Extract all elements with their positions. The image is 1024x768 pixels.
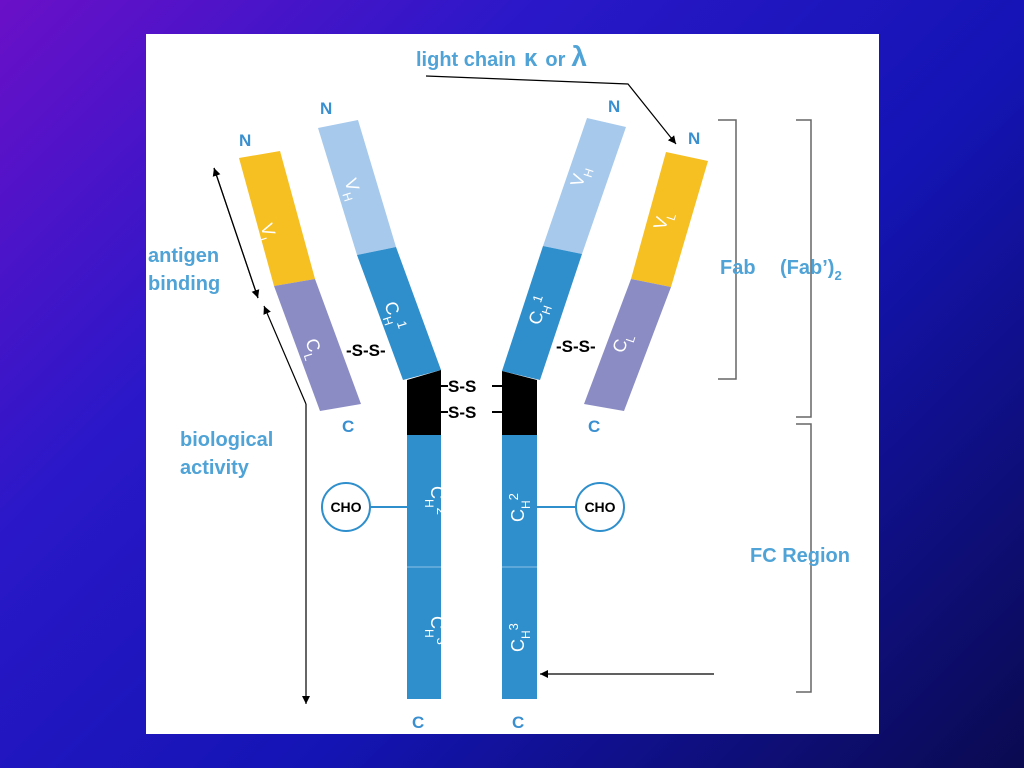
right-ch3-domain <box>502 567 537 699</box>
right-ch2-domain <box>502 435 537 567</box>
right-light-n-terminus: N <box>688 129 700 148</box>
right-light-c-terminus: C <box>588 417 600 436</box>
right-cl-domain <box>584 279 671 411</box>
hinge-disulfide-top: S-S <box>448 377 476 396</box>
right-ch2-label: CH2 <box>506 493 533 522</box>
left-ch3-domain <box>407 567 441 699</box>
left-ch1-label: CH1 <box>376 298 411 334</box>
fab2-label: (Fab’)2 <box>780 257 842 283</box>
right-vh-label: VH <box>566 163 596 190</box>
left-heavy-n-terminus: N <box>320 99 332 118</box>
left-vl-domain <box>239 151 315 286</box>
left-vh-label: VH <box>336 176 366 203</box>
right-vh-domain <box>543 118 626 254</box>
right-ch1-domain <box>502 246 582 380</box>
right-cho-label: CHO <box>584 499 615 515</box>
biological-activity-arrow <box>263 305 307 405</box>
right-heavy-n-terminus: N <box>608 97 620 116</box>
left-ch1-domain <box>357 247 441 380</box>
right-vl-label: VL <box>649 208 679 234</box>
fc-region-label: FC Region <box>750 545 850 567</box>
right-cl-label: CL <box>608 330 638 357</box>
fab-label: Fab <box>720 257 756 279</box>
fab2-bracket <box>796 119 812 418</box>
fc-bracket <box>796 423 812 693</box>
fab-bracket <box>718 119 737 380</box>
right-vl-domain <box>631 152 708 287</box>
antibody-diagram-panel: VL CL VH CH1 VH CH1 <box>146 34 879 734</box>
left-heavy-c-terminus: C <box>412 713 424 732</box>
left-ch2-label: CH2 <box>422 486 449 515</box>
right-ch1-label: CH1 <box>523 293 558 329</box>
left-arm-disulfide: -S-S- <box>346 341 386 360</box>
left-vl-label: VL <box>252 221 282 247</box>
right-cho-circle <box>575 482 625 532</box>
left-light-c-terminus: C <box>342 417 354 436</box>
right-heavy-c-terminus: C <box>512 713 524 732</box>
left-hinge <box>407 370 441 435</box>
right-arm-disulfide: -S-S- <box>556 337 596 356</box>
left-vh-domain <box>318 120 396 255</box>
right-ch3-label: CH3 <box>506 623 533 652</box>
antibody-diagram: VL CL VH CH1 VH CH1 <box>148 41 850 732</box>
left-cl-domain <box>274 279 361 411</box>
left-cho-label: CHO <box>330 499 361 515</box>
left-ch3-label: CH3 <box>422 616 449 645</box>
right-hinge <box>502 371 537 435</box>
left-ch2-domain <box>407 435 441 567</box>
left-light-n-terminus: N <box>239 131 251 150</box>
hinge-disulfide-bottom: S-S <box>448 403 476 422</box>
left-cho-circle <box>321 482 371 532</box>
light-chain-arrow <box>425 75 677 145</box>
left-cl-label: CL <box>297 336 327 363</box>
